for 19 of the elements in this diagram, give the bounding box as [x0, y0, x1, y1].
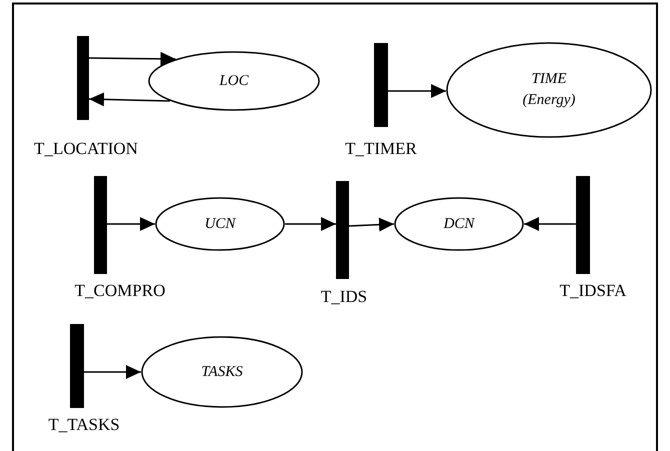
place-label: LOC	[219, 72, 249, 90]
transition-label: T_IDSFA	[560, 282, 626, 299]
arrow	[388, 84, 446, 98]
place-label: DCN	[444, 214, 474, 234]
arrow	[348, 218, 394, 232]
transition-label: T_LOCATION	[34, 140, 138, 157]
arrow	[524, 217, 576, 231]
arrow	[88, 92, 170, 106]
transition-label: T_IDS	[320, 288, 368, 305]
arrow	[285, 217, 336, 231]
arrow	[107, 217, 155, 231]
transition-label: T_TIMER	[345, 140, 417, 157]
transition-label: T_COMPRO	[74, 282, 166, 299]
place-label: TIME (Energy)	[522, 70, 576, 110]
place-label: UCN	[204, 214, 236, 234]
arrow	[84, 365, 141, 379]
place-label: TASKS	[201, 362, 243, 382]
transition-label: T_TASKS	[48, 416, 120, 433]
arrow	[89, 52, 176, 66]
